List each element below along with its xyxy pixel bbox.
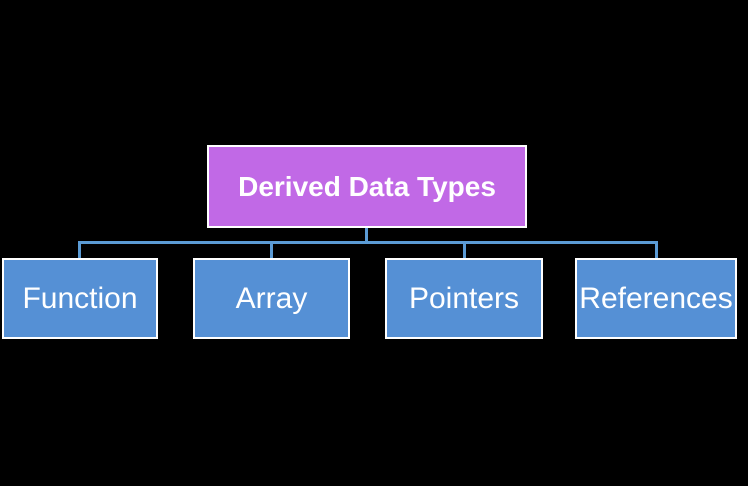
pointers-node-label: Pointers [408,281,520,315]
connector-drop-array [270,244,273,259]
root-node-label: Derived Data Types [238,170,496,202]
connector-drop-pointers [463,244,466,259]
references-node-label: References [579,281,733,315]
node-pointers: Pointers [385,258,543,339]
node-array: Array [193,258,350,339]
connector-root-stem [365,228,368,242]
node-derived-data-types: Derived Data Types [207,145,527,228]
connector-drop-function [78,244,81,259]
connector-drop-references [655,244,658,259]
array-node-label: Array [235,281,308,315]
node-function: Function [2,258,158,339]
node-references: References [575,258,737,339]
connector-horizontal-bar [78,241,658,244]
function-node-label: Function [22,281,138,315]
